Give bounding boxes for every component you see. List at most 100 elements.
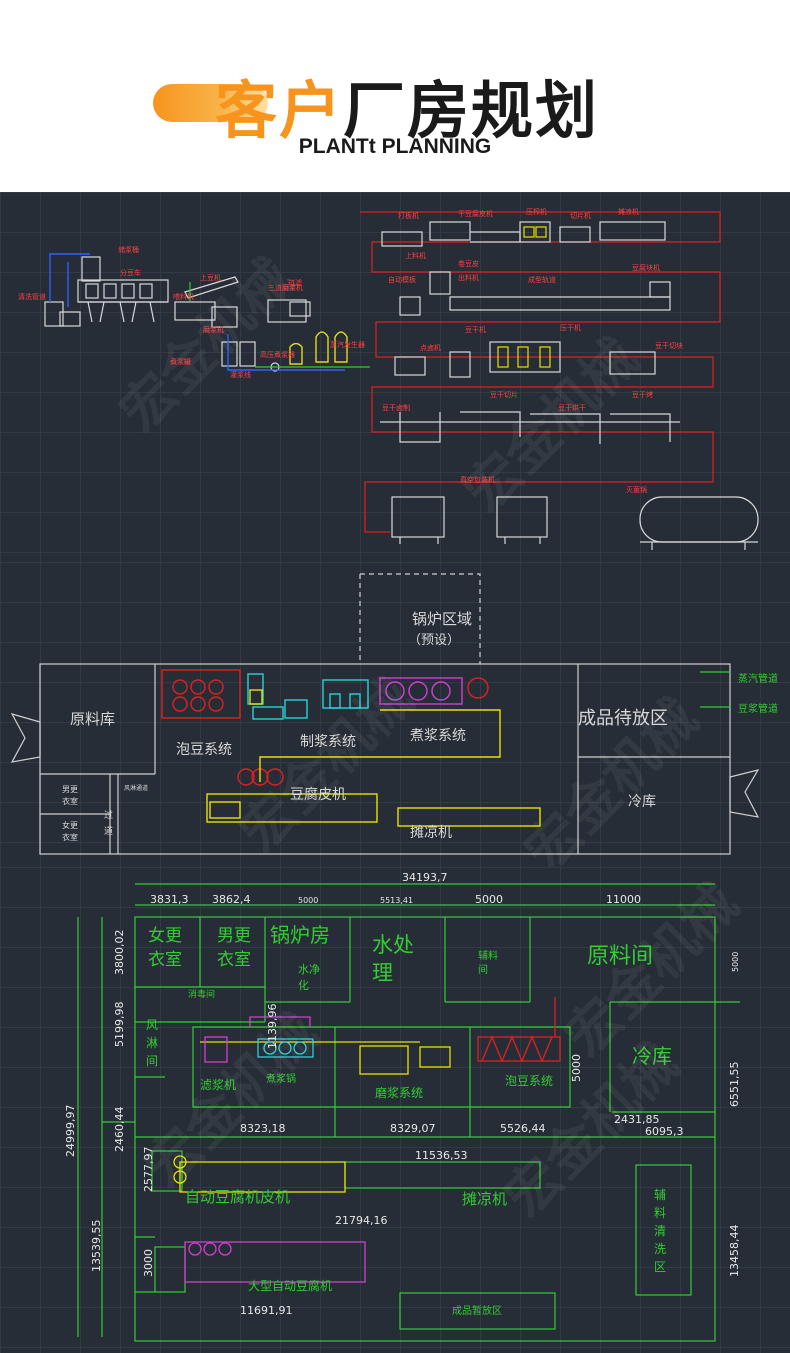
cool-machine-label: 摊凉机 bbox=[410, 825, 452, 841]
label-pack: 豆腐块机 bbox=[632, 263, 660, 272]
room-aux-1: 辅料 bbox=[478, 949, 498, 962]
label-big-tofu: 大型自动豆腐机 bbox=[248, 1278, 332, 1293]
dim-d1: 3831,3 bbox=[150, 893, 189, 906]
dim-h5: 6095,3 bbox=[645, 1125, 684, 1138]
boiler-area-label: 锅炉区域 bbox=[412, 610, 472, 628]
pulp-system-label: 制浆系统 bbox=[300, 734, 356, 750]
male-room-label-1: 男更 bbox=[62, 785, 78, 794]
dim-h7: 21794,16 bbox=[335, 1214, 388, 1227]
dim-v4: 2460,44 bbox=[113, 1107, 126, 1153]
label-lu: 豆干卤制 bbox=[382, 403, 410, 412]
female-room-label-2: 衣室 bbox=[62, 832, 78, 842]
dim-v6: 13539,55 bbox=[90, 1220, 103, 1273]
room-shower-2: 淋 bbox=[146, 1036, 158, 1050]
dim-v1: 3800,02 bbox=[113, 930, 126, 976]
label-cook-pot: 煮浆锅 bbox=[266, 1072, 296, 1085]
room-water-2: 理 bbox=[372, 961, 393, 985]
label-cooker: 煮浆罐 bbox=[170, 357, 191, 366]
dim-h3: 5526,44 bbox=[500, 1122, 546, 1135]
label-fendouche: 分豆车 bbox=[120, 268, 141, 277]
label-sterile: 灭菌锅 bbox=[626, 485, 647, 494]
label-grind-system: 磨浆系统 bbox=[375, 1085, 423, 1100]
pass-label-2: 道 bbox=[104, 825, 113, 837]
dim-d2: 3862,4 bbox=[212, 893, 251, 906]
dim-h6: 11536,53 bbox=[415, 1149, 468, 1162]
title-accent-pill bbox=[153, 84, 268, 122]
cold-store-label: 冷库 bbox=[628, 794, 656, 810]
floor-layout-panel: 锅炉区域 （预设） 原料库 泡豆系统 制浆系统 煮浆系统 成品待放区 男更 衣室… bbox=[0, 562, 790, 867]
room-purify-2: 化 bbox=[298, 978, 309, 992]
dim-h1: 8323,18 bbox=[240, 1122, 286, 1135]
dimension-plan-panel: 34193,7 3831,3 3862,4 5000 5513,41 5000 … bbox=[0, 867, 790, 1353]
label-soak-system: 泡豆系统 bbox=[505, 1074, 553, 1088]
room-female-2: 衣室 bbox=[148, 950, 182, 970]
page-header: 客户厂房规划 PLANTt PLANNING bbox=[0, 0, 790, 192]
label-cut: 切片机 bbox=[570, 211, 591, 220]
dim-v2: 5199,98 bbox=[113, 1002, 126, 1048]
room-shower-1: 风 bbox=[146, 1018, 158, 1032]
room-purify-1: 水净 bbox=[298, 962, 320, 976]
label-aux-clean-4: 洗 bbox=[654, 1242, 666, 1256]
soak-system-label: 泡豆系统 bbox=[176, 742, 232, 758]
label-dianlu: 点卤机 bbox=[420, 343, 441, 352]
dim-v7: 3000 bbox=[142, 1249, 155, 1277]
label-filter-machine: 滤浆机 bbox=[200, 1077, 236, 1092]
boiler-area-note: （预设） bbox=[408, 633, 460, 648]
dim-h2: 8329,07 bbox=[390, 1122, 436, 1135]
room-water-1: 水处 bbox=[372, 933, 414, 957]
dim-d4: 5513,41 bbox=[380, 896, 413, 905]
label-auto-skin: 自动豆腐机皮机 bbox=[185, 1188, 290, 1206]
dim-d6: 11000 bbox=[606, 893, 641, 906]
label-jiangtong: 储浆桶 bbox=[118, 245, 139, 254]
label-yaji: 压干机 bbox=[560, 323, 581, 332]
page-subtitle: PLANTt PLANNING bbox=[298, 135, 492, 158]
label-qieji: 豆干切块 bbox=[655, 341, 683, 350]
dim-v-r1: 6551,55 bbox=[728, 1062, 741, 1108]
process-flow-panel: 储浆桶 分豆车 清洗管道 上豆机 喂料机 磨浆机 过滤 三道磨浆机 煮浆罐 高压… bbox=[0, 192, 790, 562]
label-grinder: 磨浆机 bbox=[203, 325, 224, 334]
label-pump: 高压煮浆器 bbox=[260, 350, 295, 359]
label-hoist: 上豆机 bbox=[200, 273, 221, 282]
label-aux-clean-1: 辅 bbox=[654, 1188, 666, 1202]
pass-label-1: 过 bbox=[104, 809, 113, 821]
page-title: 客户厂房规划 bbox=[215, 60, 599, 150]
dim-d5: 5000 bbox=[475, 893, 503, 906]
dim-v3: 1139,96 bbox=[266, 1004, 279, 1050]
label-mold: 出料机 bbox=[458, 273, 479, 282]
label-boiler: 蒸汽发生器 bbox=[330, 340, 365, 349]
dim-h8: 11691,91 bbox=[240, 1304, 293, 1317]
title-orange-part: 客户 bbox=[215, 74, 344, 147]
room-cold: 冷库 bbox=[632, 1044, 672, 1068]
raw-store-label: 原料库 bbox=[70, 710, 115, 728]
air-shower-label: 风淋通道 bbox=[124, 784, 148, 792]
label-dryer: 干豆腐皮机 bbox=[458, 209, 493, 218]
label-cleanpipe: 清洗管道 bbox=[18, 292, 46, 301]
dim-right: 5000 bbox=[731, 952, 740, 972]
label-auto: 自动模板 bbox=[388, 275, 416, 284]
label-aux-clean-3: 清 bbox=[654, 1224, 666, 1238]
dim-v5: 2577,97 bbox=[142, 1147, 155, 1193]
dim-v-total: 24999,97 bbox=[64, 1105, 77, 1158]
label-cool: 摊凉机 bbox=[618, 207, 639, 216]
label-aux-clean-5: 区 bbox=[654, 1260, 666, 1274]
title-black-part: 厂房规划 bbox=[343, 74, 600, 147]
room-boiler: 锅炉房 bbox=[270, 923, 330, 947]
label-hoist2: 上料机 bbox=[405, 251, 426, 260]
label-finished-zone: 成品暂放区 bbox=[452, 1304, 502, 1317]
room-disinfect: 消毒间 bbox=[188, 988, 215, 1000]
label-filter2: 三道磨浆机 bbox=[268, 283, 303, 292]
room-female-1: 女更 bbox=[148, 926, 182, 946]
label-feed: 喂料机 bbox=[173, 292, 194, 301]
label-aux-clean-2: 料 bbox=[654, 1206, 666, 1220]
dim-v-r2: 13458,44 bbox=[728, 1225, 741, 1278]
room-aux-2: 间 bbox=[478, 963, 488, 976]
label-daban: 打板机 bbox=[398, 211, 419, 220]
room-shower-3: 间 bbox=[146, 1054, 158, 1068]
cook-system-label: 煮浆系统 bbox=[410, 728, 466, 744]
label-filter: 过滤 bbox=[288, 278, 302, 287]
label-qiekuai: 豆干烘干 bbox=[558, 403, 586, 412]
male-room-label-2: 衣室 bbox=[62, 796, 78, 806]
label-cool-machine: 摊凉机 bbox=[462, 1190, 507, 1208]
dimension-plan-drawing: 34193,7 3831,3 3862,4 5000 5513,41 5000 … bbox=[64, 871, 741, 1342]
room-male-2: 衣室 bbox=[217, 950, 251, 970]
